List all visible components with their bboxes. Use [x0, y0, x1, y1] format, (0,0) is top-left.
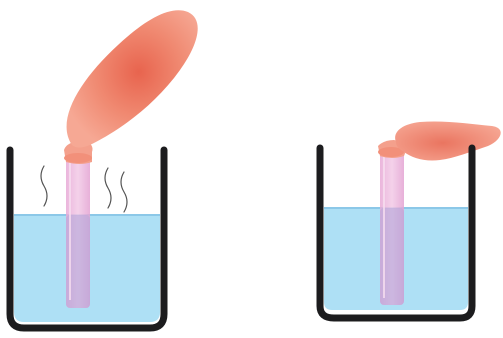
left-balloon: [66, 10, 198, 148]
right-test-tube: [380, 150, 404, 305]
left-balloon-rim: [64, 153, 92, 163]
right-balloon: [395, 121, 501, 161]
right-balloon-rim: [378, 147, 404, 157]
left-setup: [6, 10, 198, 332]
left-steam-wisps: [40, 165, 128, 213]
right-beaker: [316, 144, 476, 322]
left-test-tube: [66, 158, 90, 308]
left-beaker: [6, 146, 168, 332]
right-setup: [316, 121, 501, 322]
